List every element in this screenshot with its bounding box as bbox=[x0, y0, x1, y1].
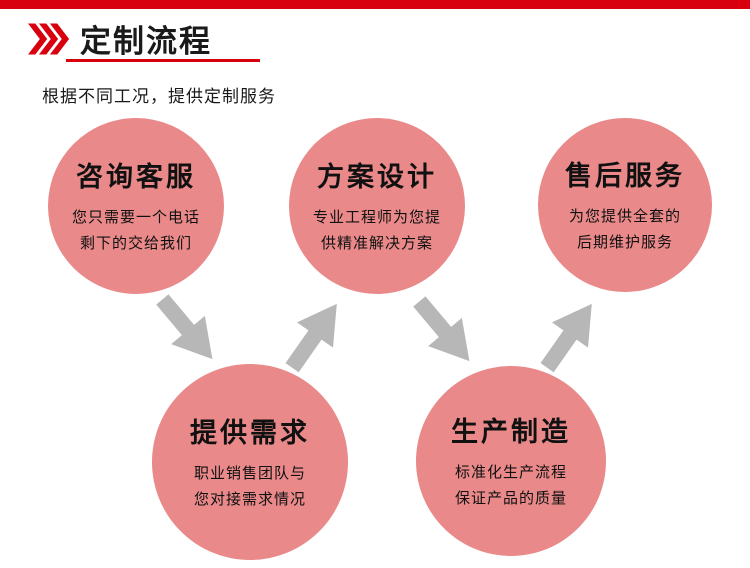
step-desc: 职业销售团队与 您对接需求情况 bbox=[193, 466, 306, 508]
step-title: 生产制造 bbox=[451, 417, 571, 447]
step-title: 提供需求 bbox=[190, 418, 310, 448]
page-title: 定制流程 bbox=[80, 24, 212, 59]
header: 定制流程 bbox=[28, 16, 212, 61]
step-desc: 专业工程师为您提 供精准解决方案 bbox=[312, 210, 441, 252]
step-title: 方案设计 bbox=[317, 162, 437, 192]
step-title: 咨询客服 bbox=[76, 162, 196, 192]
step-desc: 为您提供全套的 后期维护服务 bbox=[568, 209, 681, 251]
title-underline bbox=[66, 59, 260, 62]
step-title: 售后服务 bbox=[565, 161, 685, 191]
thick-arrow-icon-up-right bbox=[540, 303, 592, 373]
top-accent-bar bbox=[0, 0, 750, 9]
step-circle-consult-service: 咨询客服 您只需要一个电话 剩下的交给我们 bbox=[48, 118, 224, 294]
step-desc: 您只需要一个电话 剩下的交给我们 bbox=[71, 210, 200, 252]
step-circle-manufacturing: 生产制造 标准化生产流程 保证产品的质量 bbox=[416, 366, 606, 556]
step-circle-solution-design: 方案设计 专业工程师为您提 供精准解决方案 bbox=[289, 118, 465, 294]
thick-arrow-icon-down-right bbox=[156, 294, 213, 360]
page-subtitle: 根据不同工况，提供定制服务 bbox=[42, 87, 276, 106]
step-circle-provide-requirements: 提供需求 职业销售团队与 您对接需求情况 bbox=[152, 364, 348, 560]
step-desc: 标准化生产流程 保证产品的质量 bbox=[454, 465, 567, 507]
thick-arrow-icon-down-right bbox=[413, 296, 470, 362]
thick-arrow-icon-up-right bbox=[285, 303, 337, 373]
triple-chevron-icon bbox=[28, 22, 70, 55]
step-circle-after-sales: 售后服务 为您提供全套的 后期维护服务 bbox=[538, 118, 712, 292]
